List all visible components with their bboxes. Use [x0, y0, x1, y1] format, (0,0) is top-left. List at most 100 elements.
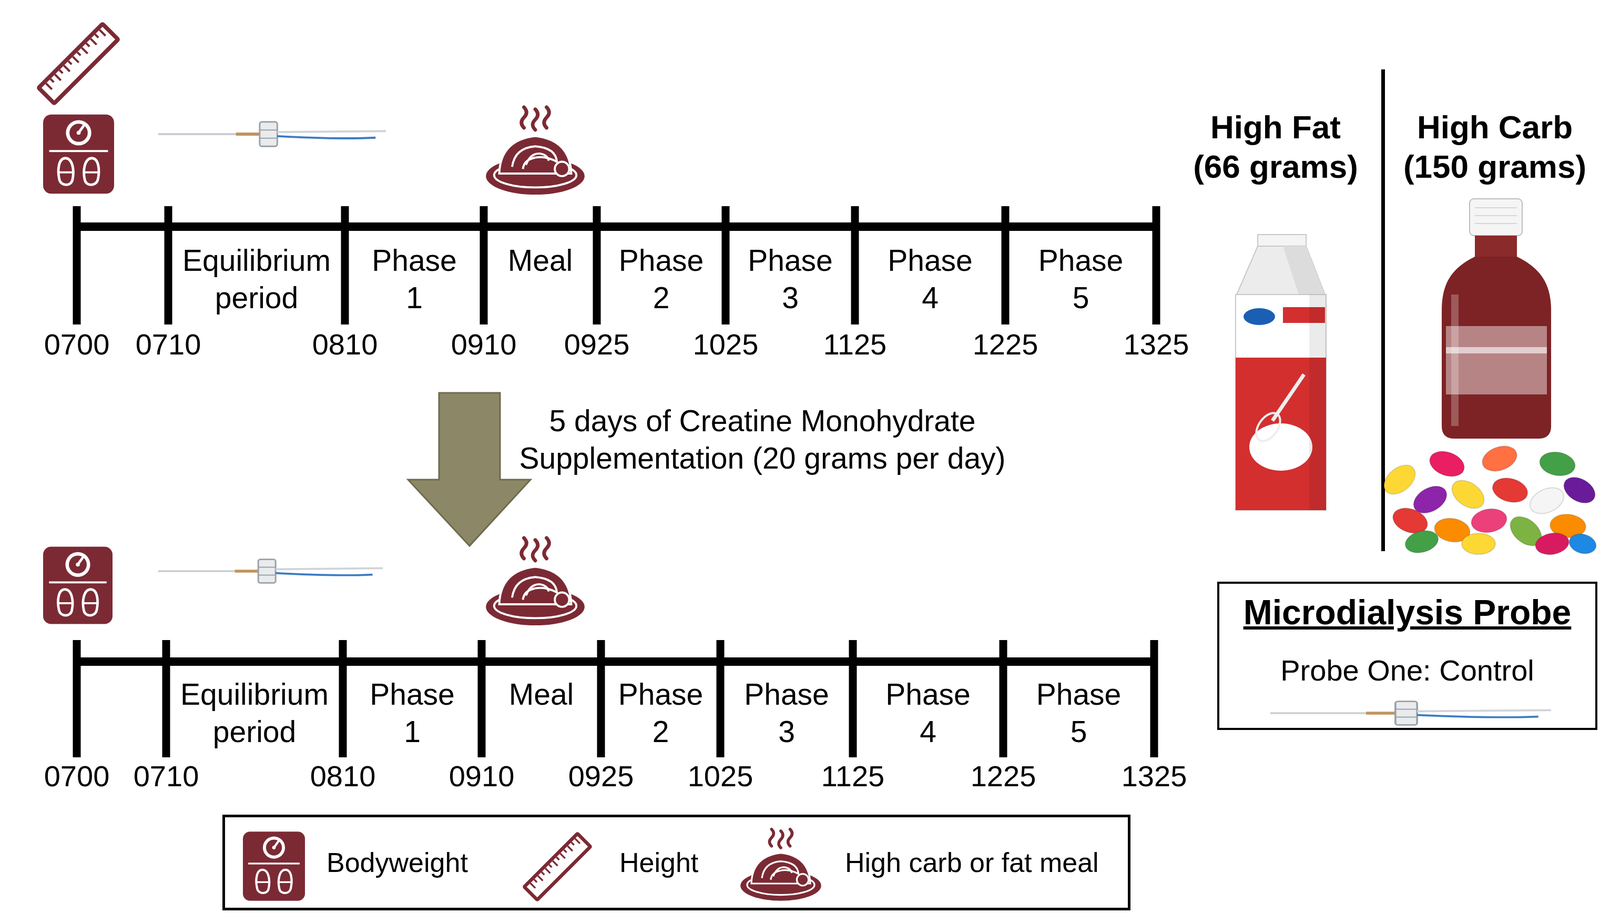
cream-carton [1235, 234, 1327, 511]
time-label: 1225 [972, 325, 1039, 363]
probe-icon [1270, 701, 1552, 726]
phase-label: Phase 5 [1038, 241, 1124, 317]
top-icons [35, 21, 585, 195]
timeline [339, 639, 348, 758]
jellybeans [1461, 533, 1496, 555]
timeline [716, 639, 725, 758]
jellybeans [1525, 482, 1568, 519]
legend-icons [242, 829, 822, 903]
glucose-bottle [1441, 256, 1552, 439]
time-label: 1025 [693, 325, 759, 363]
jellybeans [1559, 472, 1600, 508]
timeline [480, 206, 488, 325]
timeline [73, 206, 81, 325]
cream-carton [1257, 234, 1307, 247]
timeline [1152, 206, 1161, 325]
timeline [999, 639, 1008, 758]
glucose-bottle [1445, 347, 1547, 354]
time-label: 0910 [451, 325, 517, 363]
phase-label: Phase 2 [618, 241, 705, 317]
timeline [721, 206, 730, 325]
cream-carton [1251, 408, 1286, 446]
meal-icon [740, 829, 822, 901]
timeline [73, 639, 81, 758]
timeline [597, 639, 606, 758]
probe-icon [158, 559, 383, 584]
scale-icon [242, 831, 305, 901]
time-label: 0810 [312, 325, 379, 363]
time-label: 0810 [310, 757, 376, 795]
phase-label: Phase 1 [369, 675, 455, 751]
time-label: 1125 [821, 757, 885, 795]
phase-label: Equilibrium period [180, 675, 329, 751]
legend-text: Bodyweight [326, 843, 468, 881]
jellybeans [1566, 531, 1599, 557]
time-label: 0710 [135, 325, 202, 363]
phase-label: Meal [507, 241, 574, 280]
timeline [849, 639, 858, 758]
jellybeans [1537, 449, 1578, 478]
scale-icon [43, 114, 115, 194]
legend-text: High carb or fat meal [844, 843, 1099, 881]
timeline [73, 639, 1159, 758]
timeline [73, 206, 1161, 325]
timeline [851, 206, 860, 325]
time-label: 1025 [687, 757, 754, 795]
timeline [73, 222, 1160, 231]
timeline [73, 657, 1158, 666]
time-label: 0925 [564, 325, 630, 363]
scale-icon [43, 546, 113, 624]
legend-text: Height [619, 843, 699, 881]
divider-line [1381, 69, 1385, 552]
jellybeans [1426, 446, 1469, 482]
down-arrow [408, 392, 531, 546]
cream-carton [1243, 308, 1276, 325]
phase-label: Meal [508, 675, 575, 713]
jellybeans [1378, 459, 1421, 500]
time-label: 0910 [449, 757, 515, 795]
cream-carton [1235, 294, 1327, 511]
ruler-icon [35, 21, 122, 107]
time-label: 1325 [1121, 757, 1188, 795]
time-label: 1225 [970, 757, 1037, 795]
probe-icon [158, 121, 386, 147]
phase-label: Phase 5 [1036, 675, 1122, 751]
jellybeans [1533, 530, 1571, 558]
bottom-icons [43, 537, 585, 626]
ruler-icon [521, 830, 594, 903]
meal-icon [485, 537, 585, 626]
glucose-bottle [1451, 294, 1459, 426]
time-label: 0700 [44, 325, 110, 363]
meal-type-heading: High Carb (150 grams) [1400, 107, 1590, 187]
jellybeans [1479, 441, 1521, 476]
box-body: Probe One: Control [1280, 653, 1534, 688]
jellybeans [1469, 505, 1510, 535]
glucose-bottle [1474, 235, 1517, 257]
timeline [1001, 206, 1010, 325]
cream-carton [1309, 294, 1327, 511]
probe-box: Microdialysis ProbeProbe One: Control [1217, 581, 1598, 730]
cream-carton [1282, 246, 1326, 295]
timeline [164, 206, 173, 325]
phase-label: Phase 4 [885, 675, 971, 751]
timeline [477, 639, 486, 758]
phase-label: Phase 1 [371, 241, 457, 317]
jellybeans [1489, 474, 1531, 506]
time-label: 0925 [568, 757, 635, 795]
glucose-bottle [1445, 325, 1547, 395]
box-heading: Microdialysis Probe [1243, 592, 1572, 633]
cream-carton [1249, 423, 1313, 471]
meal-type-heading: High Fat (66 grams) [1188, 107, 1363, 187]
glucose-bottle [1469, 198, 1523, 236]
jellybeans [1378, 441, 1600, 558]
phase-label: Phase 2 [618, 675, 704, 751]
timeline [1150, 639, 1159, 758]
time-label: 0700 [44, 757, 110, 795]
timeline [593, 206, 601, 325]
time-label: 1125 [823, 325, 887, 363]
jellybeans [1402, 526, 1441, 556]
ruler-icon [521, 830, 594, 903]
timeline [341, 206, 350, 325]
ruler-icon [35, 21, 122, 107]
